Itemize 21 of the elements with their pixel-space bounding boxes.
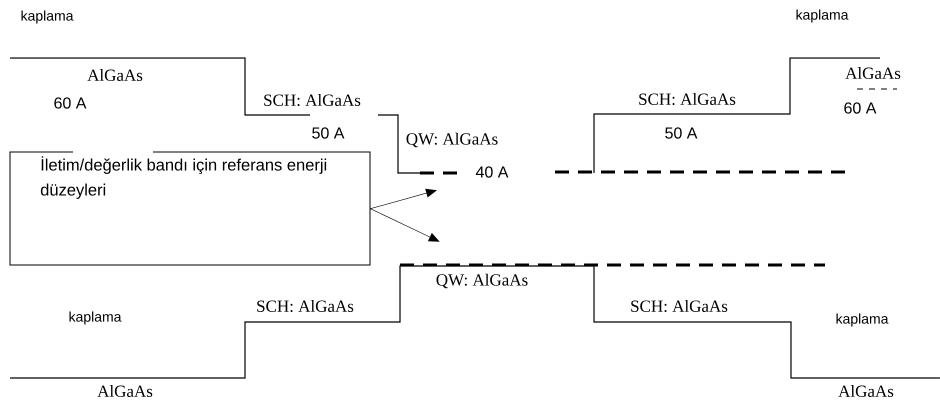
text-label: kaplama — [70, 311, 122, 324]
text-label: kaplama — [836, 313, 888, 326]
layer-label: AlGaAs — [838, 385, 894, 397]
layer-label: SCH: AlGaAs — [264, 94, 360, 106]
reference-level-line — [420, 172, 458, 174]
text-label: kaplama — [22, 10, 74, 24]
text-label: 40 A — [476, 166, 508, 178]
layer-label: SCH: AlGaAs — [257, 300, 354, 312]
layer-label: AlGaAs — [97, 385, 152, 397]
text-label: 60 A — [844, 102, 876, 114]
layer-label: QW: AlGaAs — [406, 132, 498, 148]
arrow — [370, 188, 437, 209]
text-label: kaplama — [796, 9, 848, 23]
layer-label: SCH: AlGaAs — [639, 92, 736, 105]
text-label: 50 A — [665, 127, 698, 139]
text-label: 60 A — [54, 97, 86, 109]
reference-level-line — [400, 264, 825, 266]
layer-label: AlGaAs — [87, 69, 142, 81]
layer-label: SCH: AlGaAs — [631, 300, 728, 312]
layer-label: AlGaAs — [845, 67, 900, 79]
callout-box: İletim/değerlik bandı için referans enerji düzeyleri — [10, 152, 370, 266]
